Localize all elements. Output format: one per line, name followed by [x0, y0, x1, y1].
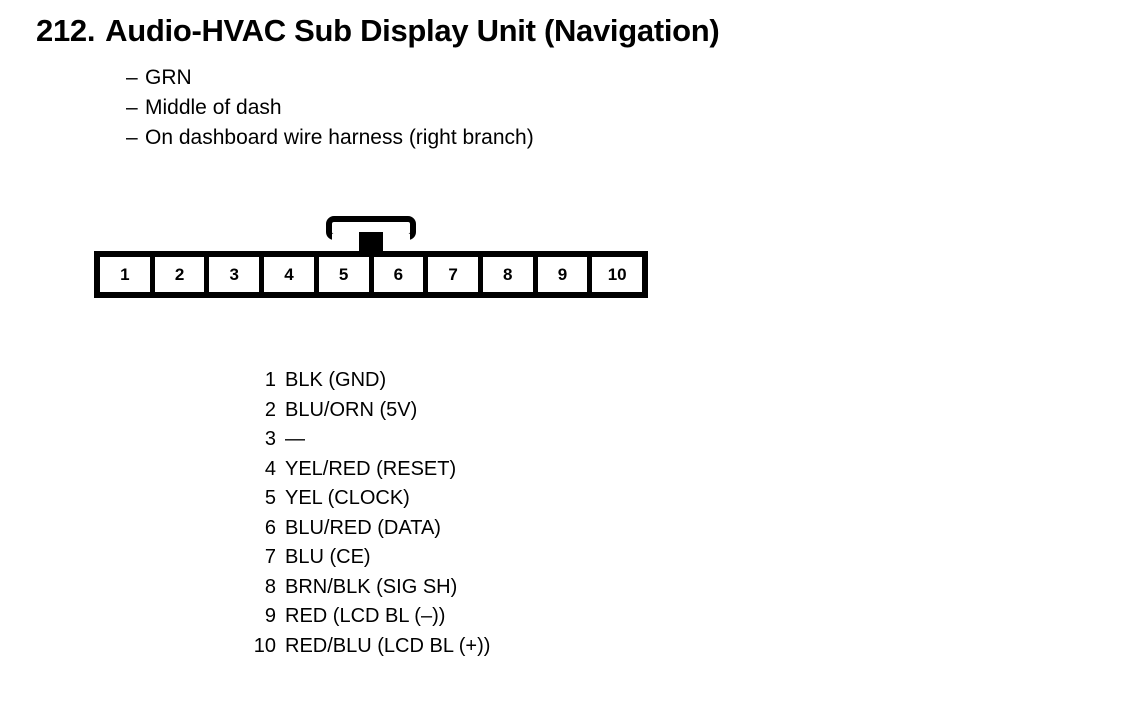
connector-pin-10: 10 — [592, 257, 643, 292]
page-title: 212. Audio-HVAC Sub Display Unit (Navigat… — [36, 12, 720, 50]
pin-legend-row: 9 RED (LCD BL (–)) — [246, 602, 490, 632]
pin-legend-label: YEL (CLOCK) — [285, 487, 410, 509]
pin-legend-number: 5 — [264, 487, 276, 509]
pin-legend-number: 1 — [264, 369, 276, 391]
pin-legend-number: 6 — [264, 516, 276, 539]
connector-pin-1: 1 — [100, 257, 150, 292]
pin-legend-row: 2 BLU/ORN (5V) — [246, 396, 490, 426]
note-dash-icon: – — [126, 126, 138, 149]
latch-notch-left — [332, 234, 359, 254]
pin-legend-number: 2 — [264, 398, 276, 421]
note-item: –GRN — [126, 63, 534, 93]
section-title-text: Audio-HVAC Sub Display Unit (Navigation) — [105, 13, 720, 48]
pin-legend-label: BRN/BLK (SIG SH) — [285, 575, 458, 598]
note-item: –On dashboard wire harness (right branch… — [126, 123, 534, 153]
note-item: –Middle of dash — [126, 93, 534, 123]
pin-legend-row: 7 BLU (CE) — [246, 543, 490, 573]
pin-legend-label: YEL/RED (RESET) — [285, 457, 457, 480]
section-number: 212. — [36, 13, 96, 48]
pin-legend-number: 8 — [264, 575, 276, 598]
pin-legend-label: BLU/ORN (5V) — [285, 398, 418, 421]
pin-legend-row: 8 BRN/BLK (SIG SH) — [246, 573, 490, 603]
pin-legend-label: — — [285, 428, 305, 450]
connector-pin-9: 9 — [537, 257, 588, 292]
connector-pin-4: 4 — [264, 257, 314, 292]
connector-pin-6: 6 — [373, 257, 424, 292]
connector-pin-2: 2 — [154, 257, 205, 292]
pin-legend-row: 1 BLK (GND) — [246, 366, 490, 396]
pin-legend-label: BLK (GND) — [285, 369, 387, 391]
pin-legend-number: 4 — [264, 457, 276, 480]
pin-legend-row: 6 BLU/RED (DATA) — [246, 514, 490, 544]
note-dash-icon: – — [126, 96, 138, 119]
connector-pin-7: 7 — [428, 257, 478, 292]
note-text: Middle of dash — [145, 96, 282, 119]
pin-legend-label: BLU/RED (DATA) — [285, 516, 441, 539]
pin-legend-row: 5 YEL (CLOCK) — [246, 484, 490, 514]
notes-list: –GRN –Middle of dash –On dashboard wire … — [126, 63, 534, 153]
connector-pin-8: 8 — [482, 257, 533, 292]
latch-notch-right — [383, 234, 410, 254]
connector-latch-tab-icon — [326, 216, 416, 254]
connector-pin-5: 5 — [318, 257, 369, 292]
pin-legend-label: RED/BLU (LCD BL (+)) — [285, 634, 491, 657]
pin-legend-row: 3— — [246, 425, 490, 455]
note-text: GRN — [145, 66, 192, 89]
note-text: On dashboard wire harness (right branch) — [145, 126, 534, 149]
latch-stem — [359, 232, 383, 254]
note-dash-icon: – — [126, 66, 138, 89]
connector-diagram: 1 2 3 4 5 6 7 8 9 10 — [94, 216, 654, 306]
pin-legend-row: 10 RED/BLU (LCD BL (+)) — [246, 632, 491, 662]
pin-legend-row: 4 YEL/RED (RESET) — [246, 455, 490, 485]
pin-legend-number: 7 — [264, 546, 276, 568]
pin-legend-number: 10 — [253, 634, 276, 657]
pin-legend-number: 3 — [264, 428, 276, 450]
connector-pin-3: 3 — [209, 257, 260, 292]
connector-body: 1 2 3 4 5 6 7 8 9 10 — [94, 251, 648, 298]
pin-legend-label: BLU (CE) — [285, 546, 371, 568]
pin-legend-label: RED (LCD BL (–)) — [285, 605, 446, 627]
pin-legend-number: 9 — [264, 605, 276, 627]
